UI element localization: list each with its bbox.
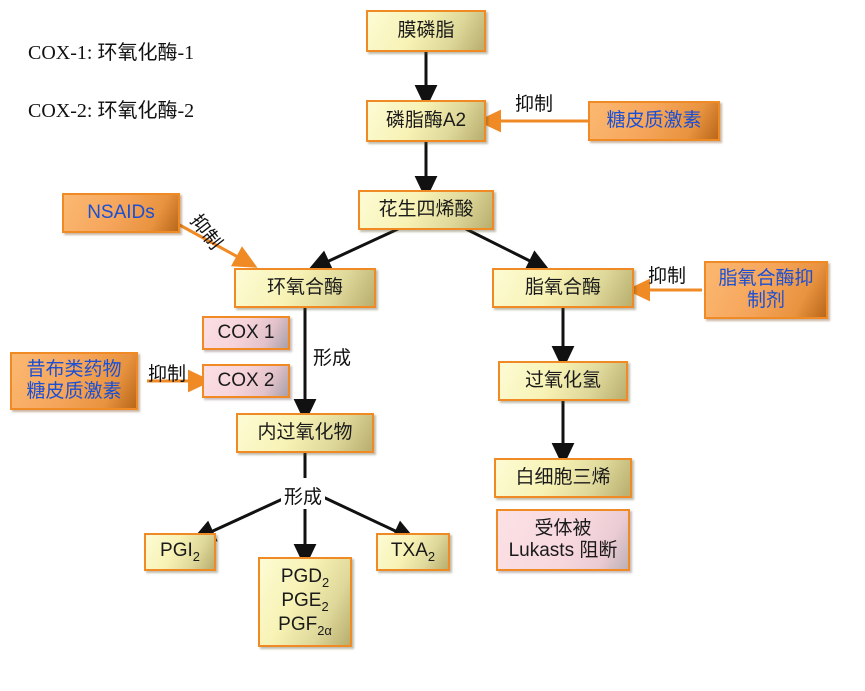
node-glucocorticoid-label: 糖皮质激素 xyxy=(606,109,702,131)
node-cox1-label: COX 1 xyxy=(217,321,275,343)
node-phospholipase-a2-label: 磷脂酶A2 xyxy=(385,109,467,131)
node-membrane-phospholipid: 膜磷脂 xyxy=(366,10,486,52)
node-arachidonic-acid: 花生四烯酸 xyxy=(358,190,494,230)
node-glucocorticoid: 糖皮质激素 xyxy=(588,101,720,141)
node-pgi2-label: PGI2 xyxy=(160,539,200,564)
edge-label-form-endoperoxide: 形成 xyxy=(313,348,352,369)
node-pge2-label: PGE2 xyxy=(281,589,329,614)
node-phospholipase-a2: 磷脂酶A2 xyxy=(366,100,486,142)
node-txa2-label: TXA2 xyxy=(390,539,436,564)
legend-line-1: COX-1: 环氧化酶-1 xyxy=(28,42,195,64)
node-lox-inhibitor: 脂氧合酶抑 制剂 xyxy=(704,261,828,319)
node-nsaids: NSAIDs xyxy=(62,193,180,233)
node-leukotriene-label: 白细胞三烯 xyxy=(515,466,611,488)
node-cyclooxygenase-label: 环氧合酶 xyxy=(266,276,343,298)
node-membrane-phospholipid-label: 膜磷脂 xyxy=(397,19,455,41)
node-coxib-line-1: 昔布类药物 xyxy=(26,358,122,380)
legend: COX-1: 环氧化酶-1 COX-2: 环氧化酶-2 xyxy=(28,10,194,155)
node-coxib-glucocorticoid: 昔布类药物 糖皮质激素 xyxy=(10,352,138,410)
node-leukotriene: 白细胞三烯 xyxy=(494,458,632,498)
edge-label-form-prostaglandins: 形成 xyxy=(281,482,326,509)
legend-line-2: COX-2: 环氧化酶-2 xyxy=(28,100,195,122)
node-lipoxygenase-label: 脂氧合酶 xyxy=(524,276,601,298)
node-lox-inhibitor-line-1: 脂氧合酶抑 xyxy=(718,267,814,289)
node-endoperoxide: 内过氧化物 xyxy=(236,413,374,453)
node-coxib-line-2: 糖皮质激素 xyxy=(26,381,122,402)
node-hydroperoxide-label: 过氧化氢 xyxy=(524,369,601,391)
edge-label-inhibit-nsaids: 抑制 xyxy=(185,211,226,254)
edge-label-inhibit-pla2: 抑制 xyxy=(515,94,554,115)
node-pgf2a-label: PGF2α xyxy=(278,614,332,638)
node-cox2: COX 2 xyxy=(202,364,290,398)
node-arachidonic-acid-label: 花生四烯酸 xyxy=(378,198,474,220)
node-endoperoxide-label: 内过氧化物 xyxy=(257,421,353,443)
node-txa2: TXA2 xyxy=(376,533,450,571)
node-receptor-blocked-line-2: Lukasts 阻断 xyxy=(508,540,618,561)
node-pgd2-label: PGD2 xyxy=(280,565,330,590)
node-receptor-blocked: 受体被 Lukasts 阻断 xyxy=(496,509,630,571)
node-nsaids-label: NSAIDs xyxy=(87,201,155,223)
node-cox1: COX 1 xyxy=(202,316,290,350)
node-pgi2: PGI2 xyxy=(144,533,216,571)
node-lox-inhibitor-line-2: 制剂 xyxy=(746,290,785,311)
node-cox2-label: COX 2 xyxy=(217,369,275,391)
node-cyclooxygenase: 环氧合酶 xyxy=(234,268,376,308)
node-hydroperoxide: 过氧化氢 xyxy=(498,361,628,401)
node-prostaglandins: PGD2 PGE2 PGF2α xyxy=(258,557,352,647)
edge-label-inhibit-coxib: 抑制 xyxy=(148,364,187,385)
edge-label-inhibit-lox: 抑制 xyxy=(648,266,687,287)
node-receptor-blocked-line-1: 受体被 xyxy=(534,517,592,539)
node-lipoxygenase: 脂氧合酶 xyxy=(492,268,634,308)
